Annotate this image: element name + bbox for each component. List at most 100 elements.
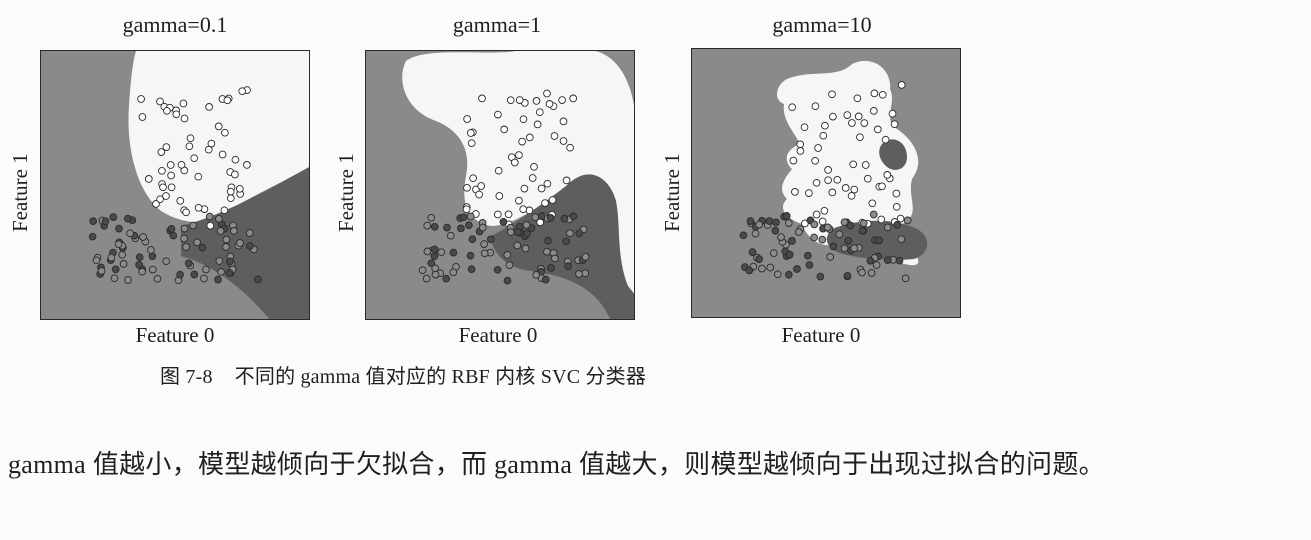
scatter-point (782, 212, 791, 220)
scatter-point (872, 261, 881, 269)
scatter-point (812, 210, 821, 219)
scatter-point (148, 252, 157, 261)
scatter-point (793, 265, 801, 273)
scatter-point (835, 230, 844, 239)
scatter-point (430, 245, 439, 254)
scatter-point (135, 260, 143, 269)
figure-number: 图 7-8 (160, 366, 213, 388)
scatter-point (200, 274, 208, 283)
scatter-point (883, 223, 892, 232)
scatter-point (214, 275, 222, 284)
scatter-point (581, 252, 590, 261)
scatter-point (841, 184, 850, 192)
scatter-point (575, 270, 583, 278)
scatter-point (560, 214, 569, 223)
scatter-point (788, 103, 797, 112)
scatter-point (153, 274, 162, 283)
scatter-point (541, 275, 550, 284)
scatter-point (562, 237, 570, 246)
scatter-point (185, 142, 194, 151)
scatter-point (92, 256, 101, 265)
scatter-point (475, 190, 483, 199)
scatter-point (846, 221, 855, 230)
scatter-point (537, 184, 546, 193)
scatter-point (869, 210, 878, 219)
scatter-point (176, 196, 185, 205)
scatter-point (870, 89, 879, 98)
scatter-point (850, 244, 859, 253)
scatter-point (818, 217, 827, 226)
scatter-point (513, 228, 522, 236)
scatter-point (883, 256, 892, 264)
scatter-point (180, 224, 189, 233)
scatter-point (854, 112, 863, 121)
scatter-point (828, 90, 836, 99)
panel-2-xlabel: Feature 0 (458, 323, 538, 347)
scatter-point (147, 246, 155, 254)
scatter-point (829, 112, 837, 121)
scatter-point (833, 175, 842, 184)
scatter-point (246, 242, 254, 250)
scatter-point (89, 217, 97, 225)
scatter-point (124, 276, 132, 284)
light-decision-region (776, 60, 919, 266)
scatter-point (443, 223, 451, 232)
scatter-point (530, 162, 538, 171)
scatter-point (791, 188, 799, 196)
scatter-point (478, 94, 486, 103)
scatter-point (877, 215, 886, 224)
scatter-point (139, 233, 147, 241)
scatter-point (875, 236, 884, 245)
scatter-point (859, 219, 868, 228)
plot-panel-gamma-10 (691, 48, 961, 318)
scatter-point (182, 208, 190, 217)
scatter-point (523, 229, 531, 238)
plot-panel-gamma-0-1 (40, 50, 310, 320)
scatter-point (253, 275, 262, 284)
scatter-point (97, 267, 106, 275)
data-points (739, 81, 912, 283)
scatter-point (544, 236, 552, 245)
scatter-point (221, 128, 229, 137)
panel-1-ylabel: Feature 1 (8, 153, 32, 232)
scatter-point (506, 228, 515, 237)
scatter-point (866, 256, 875, 265)
scatter-point (138, 113, 147, 121)
scatter-point (506, 96, 515, 105)
scatter-point (789, 156, 798, 165)
scatter-point (418, 266, 427, 275)
panel-3-title: gamma=10 (772, 12, 872, 37)
scatter-point (162, 192, 170, 200)
scatter-point (520, 184, 529, 193)
scatter-point (158, 166, 166, 175)
scatter-point (546, 213, 555, 222)
scatter-point (810, 220, 819, 229)
scatter-point (888, 109, 897, 118)
scatter-point (462, 205, 471, 214)
scatter-point (861, 161, 870, 169)
scatter-point (748, 248, 757, 256)
scatter-point (537, 212, 546, 221)
scatter-point (218, 150, 227, 159)
scatter-point (463, 183, 471, 192)
scatter-point (521, 244, 530, 253)
scatter-point (531, 213, 540, 222)
scatter-point (869, 107, 878, 115)
scatter-point (480, 240, 488, 248)
scatter-point (840, 244, 849, 253)
scatter-point (206, 221, 215, 230)
scatter-point (785, 250, 794, 259)
scatter-point (901, 274, 910, 283)
data-points (418, 89, 590, 285)
scatter-point (156, 97, 164, 106)
scatter-point (863, 174, 872, 183)
scatter-point (878, 182, 886, 191)
scatter-point (515, 96, 524, 104)
scatter-point (215, 257, 224, 265)
scatter-point (856, 133, 864, 142)
scatter-point (198, 243, 207, 252)
scatter-point (773, 270, 782, 279)
scatter-point (858, 226, 867, 235)
figure-caption-text: 不同的 gamma 值对应的 RBF 内核 SVC 分类器 (234, 366, 647, 388)
scatter-point (847, 191, 856, 200)
